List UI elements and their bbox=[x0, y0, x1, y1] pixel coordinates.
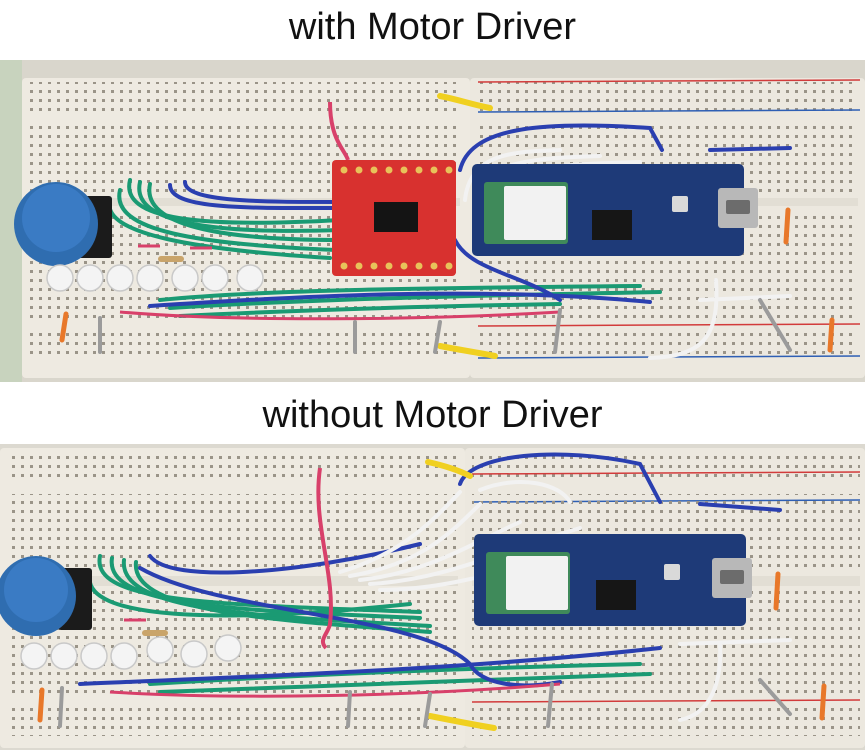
section-title-with-driver: with Motor Driver bbox=[288, 6, 577, 48]
push-button-icon bbox=[0, 556, 92, 636]
photo-with-motor-driver bbox=[0, 60, 865, 382]
section-title-without-driver: without Motor Driver bbox=[262, 394, 603, 436]
led-row-icon bbox=[20, 634, 242, 670]
arduino-nano-icon bbox=[474, 534, 752, 626]
led-row-icon bbox=[46, 264, 264, 292]
photo-without-motor-driver bbox=[0, 444, 865, 750]
push-button-icon bbox=[14, 182, 112, 266]
usb-port-icon bbox=[718, 188, 758, 228]
motor-driver-chip-icon bbox=[332, 160, 456, 276]
arduino-nano-icon bbox=[472, 164, 758, 256]
usb-port-icon bbox=[712, 558, 752, 598]
